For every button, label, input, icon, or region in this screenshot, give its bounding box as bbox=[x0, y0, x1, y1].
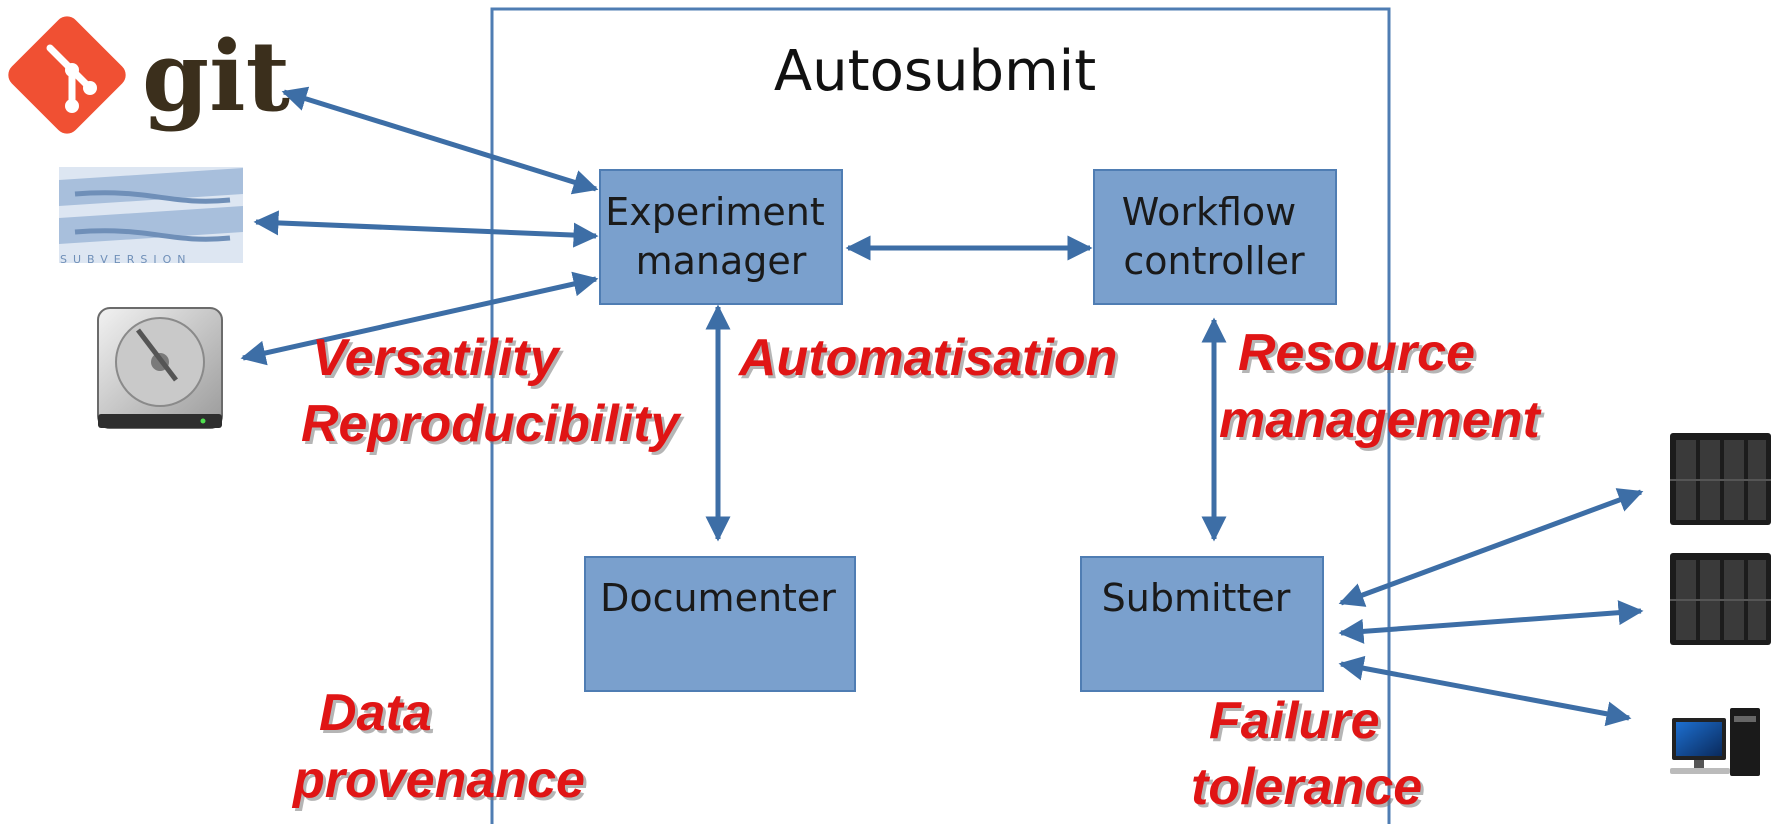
quality-reproducibility: Reproducibility Reproducibility bbox=[301, 395, 686, 456]
quality-versatility-text: Versatility bbox=[312, 329, 562, 387]
experiment-manager-label-line2: manager bbox=[636, 239, 807, 283]
quality-versatility: Versatility Versatility bbox=[312, 329, 565, 390]
frame-title: Autosubmit bbox=[774, 39, 1096, 104]
quality-resource-shadow: Resource bbox=[1241, 327, 1478, 385]
quality-data-shadow: Data bbox=[322, 687, 435, 745]
hard-drive-icon bbox=[97, 307, 223, 429]
workflow-controller-label-line2: controller bbox=[1123, 239, 1305, 283]
quality-versatility-shadow: Versatility bbox=[315, 332, 565, 390]
quality-provenance-shadow: provenance bbox=[294, 754, 588, 812]
quality-automatisation-text: Automatisation bbox=[737, 329, 1117, 387]
quality-reproducibility-text: Reproducibility bbox=[301, 395, 683, 453]
quality-data-provenance: Data Data provenance provenance bbox=[291, 684, 588, 812]
arrow-submitter-desktop bbox=[1338, 655, 1632, 727]
experiment-manager-box: Experiment manager bbox=[599, 169, 843, 305]
git-logo-icon: git bbox=[8, 16, 290, 134]
arrow-disk-experiment-manager bbox=[240, 271, 599, 366]
arrow-submitter-server1 bbox=[1338, 488, 1644, 607]
arrow-git-experiment-manager bbox=[281, 86, 599, 195]
subversion-logo-text: SUBVERSION bbox=[60, 253, 191, 266]
server-rack-icon bbox=[1670, 433, 1771, 525]
documenter-box: Documenter bbox=[584, 556, 856, 692]
quality-data-text: Data bbox=[319, 684, 432, 742]
experiment-manager-label-line1: Experiment bbox=[605, 190, 825, 234]
quality-resource-text: Resource bbox=[1238, 324, 1475, 382]
quality-tolerance-text: tolerance bbox=[1191, 758, 1422, 816]
git-logo-text: git bbox=[142, 20, 290, 133]
submitter-label: Submitter bbox=[1102, 576, 1291, 620]
workflow-controller-label-line1: Workflow bbox=[1122, 190, 1297, 234]
workflow-controller-box: Workflow controller bbox=[1093, 169, 1337, 305]
quality-reproducibility-shadow: Reproducibility bbox=[304, 398, 686, 456]
quality-automatisation: Automatisation Automatisation bbox=[737, 329, 1120, 390]
submitter-box: Submitter bbox=[1080, 556, 1324, 692]
quality-provenance-text: provenance bbox=[291, 751, 585, 809]
quality-automatisation-shadow: Automatisation bbox=[740, 332, 1120, 390]
quality-management-shadow: management bbox=[1222, 394, 1545, 452]
desktop-computer-icon bbox=[1670, 708, 1760, 776]
autosubmit-frame bbox=[490, 7, 1391, 824]
server-rack-icon bbox=[1670, 553, 1771, 645]
arrow-svn-experiment-manager bbox=[253, 210, 599, 248]
quality-failure-tolerance: Failure Failure tolerance tolerance bbox=[1191, 692, 1425, 819]
quality-tolerance-shadow: tolerance bbox=[1194, 761, 1425, 819]
arrow-submitter-server2 bbox=[1338, 600, 1644, 644]
quality-failure-text: Failure bbox=[1209, 692, 1380, 750]
quality-resource-management: Resource Resource management management bbox=[1219, 324, 1545, 452]
quality-failure-shadow: Failure bbox=[1212, 695, 1383, 753]
documenter-label: Documenter bbox=[600, 576, 836, 620]
quality-management-text: management bbox=[1219, 391, 1542, 449]
subversion-logo-icon: SUBVERSION bbox=[59, 167, 243, 266]
